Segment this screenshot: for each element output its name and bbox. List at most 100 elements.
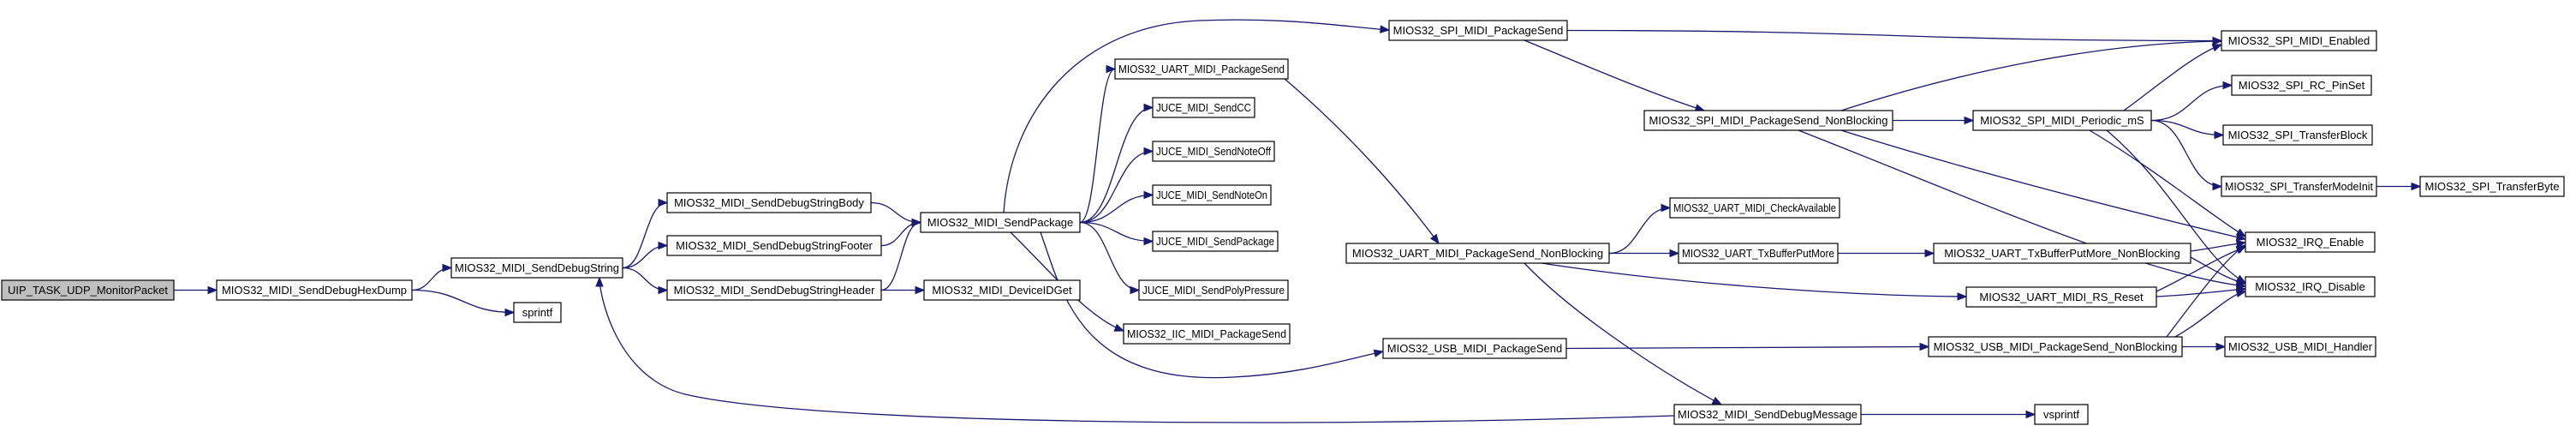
node-box — [1965, 286, 2157, 308]
graph-node-n19[interactable]: MIOS32_SPI_MIDI_PackageSend_NonBlocking — [1643, 110, 1893, 131]
node-box — [450, 257, 623, 279]
graph-node-n29[interactable]: MIOS32_SPI_RC_PinSet — [2231, 75, 2372, 96]
node-box — [923, 279, 1081, 301]
graph-node-n17[interactable]: MIOS32_UART_MIDI_PackageSend_NonBlocking — [1345, 243, 1610, 264]
arrowhead — [658, 285, 669, 295]
graph-node-n7[interactable]: MIOS32_MIDI_SendPackage — [920, 212, 1081, 233]
graph-node-n11[interactable]: JUCE_MIDI_SendNoteOff — [1152, 141, 1275, 162]
node-box — [1123, 323, 1291, 345]
node-box — [2221, 30, 2377, 51]
node-label: MIOS32_MIDI_SendDebugStringFooter — [676, 239, 873, 252]
node-box — [920, 212, 1081, 233]
graph-node-n5[interactable]: MIOS32_MIDI_SendDebugStringFooter — [666, 235, 882, 256]
graph-node-n4[interactable]: MIOS32_MIDI_SendDebugStringBody — [666, 192, 872, 213]
graph-node-n26[interactable]: MIOS32_USB_MIDI_PackageSend_NonBlocking — [1928, 336, 2183, 357]
edge-n26-n32 — [2166, 244, 2247, 338]
arrowhead — [2212, 37, 2223, 45]
graph-node-n21[interactable]: MIOS32_UART_TxBufferPutMore — [1678, 243, 1839, 264]
node-label: UIP_TASK_UDP_MonitorPacket — [8, 284, 168, 297]
graph-node-n34[interactable]: MIOS32_USB_MIDI_Handler — [2224, 336, 2376, 357]
node-box — [2419, 176, 2565, 197]
node-box — [1152, 141, 1275, 162]
graph-node-n1[interactable]: MIOS32_MIDI_SendDebugHexDump — [216, 279, 413, 301]
node-box — [1669, 197, 1840, 219]
arrowhead — [595, 276, 604, 287]
arrowhead — [2215, 342, 2227, 351]
arrowhead — [1957, 292, 1968, 301]
node-box — [1643, 110, 1893, 131]
edge-n2-n4 — [622, 198, 669, 269]
arrowhead — [2235, 277, 2247, 285]
edge-n17-n25 — [1541, 262, 1968, 301]
graph-node-n33[interactable]: MIOS32_IRQ_Disable — [2245, 276, 2376, 297]
node-label: JUCE_MIDI_SendPolyPressure — [1142, 284, 1285, 297]
edge-layer — [174, 19, 2422, 423]
arrowhead — [1143, 103, 1154, 112]
graph-node-n27[interactable]: vsprintf — [2034, 404, 2089, 425]
graph-node-n3[interactable]: sprintf — [513, 302, 562, 323]
graph-node-n8[interactable]: MIOS32_MIDI_DeviceIDGet — [923, 279, 1081, 301]
graph-node-n20[interactable]: MIOS32_UART_MIDI_CheckAvailable — [1669, 197, 1840, 219]
graph-node-n16[interactable]: MIOS32_SPI_MIDI_PackageSend — [1388, 20, 1568, 41]
graph-node-n13[interactable]: JUCE_MIDI_SendPackage — [1152, 231, 1279, 252]
node-box — [1152, 97, 1255, 118]
node-box — [1933, 243, 2191, 264]
graph-node-n32[interactable]: MIOS32_IRQ_Enable — [2245, 231, 2376, 253]
arrowhead — [1711, 396, 1723, 405]
graph-node-n12[interactable]: JUCE_MIDI_SendNoteOn — [1152, 184, 1272, 206]
arrowhead — [1113, 323, 1125, 332]
edge-n31-n35 — [2376, 182, 2422, 191]
node-label: MIOS32_USB_MIDI_PackageSend — [1387, 342, 1563, 355]
edge-n7-n12 — [1079, 190, 1154, 224]
graph-node-n9[interactable]: MIOS32_UART_MIDI_PackageSend — [1114, 58, 1289, 80]
graph-node-n10[interactable]: JUCE_MIDI_SendCC — [1152, 97, 1255, 118]
graph-node-n35[interactable]: MIOS32_SPI_TransferByte — [2419, 176, 2565, 197]
graph-node-n24[interactable]: MIOS32_UART_TxBufferPutMore_NonBlocking — [1933, 243, 2191, 264]
edge-n7-n10 — [1079, 103, 1154, 224]
edge-n23-n28 — [2123, 44, 2223, 111]
graph-node-n2[interactable]: MIOS32_MIDI_SendDebugString — [450, 257, 623, 279]
node-box — [666, 192, 872, 213]
node-label: MIOS32_SPI_MIDI_Periodic_mS — [1980, 114, 2144, 127]
node-box — [1345, 243, 1610, 264]
node-box — [2222, 124, 2373, 146]
graph-node-n30[interactable]: MIOS32_SPI_TransferBlock — [2222, 124, 2373, 146]
node-label: MIOS32_MIDI_SendDebugHexDump — [222, 284, 407, 297]
graph-node-n28[interactable]: MIOS32_SPI_MIDI_Enabled — [2221, 30, 2377, 51]
edge-n22-n27 — [1861, 410, 2036, 419]
node-label: MIOS32_UART_TxBufferPutMore — [1682, 247, 1834, 260]
graph-node-n25[interactable]: MIOS32_UART_MIDI_RS_Reset — [1965, 286, 2157, 308]
node-label: JUCE_MIDI_SendCC — [1156, 101, 1251, 114]
node-label: MIOS32_USB_MIDI_PackageSend_NonBlocking — [1934, 340, 2178, 353]
arrowhead — [1661, 203, 1672, 213]
node-label: MIOS32_MIDI_SendDebugStringHeader — [674, 284, 876, 297]
edge-n17-n22 — [1524, 262, 1723, 405]
graph-node-n22[interactable]: MIOS32_MIDI_SendDebugMessage — [1673, 404, 1862, 425]
arrowhead — [2214, 130, 2225, 140]
node-label: MIOS32_MIDI_DeviceIDGet — [932, 284, 1072, 297]
node-label: MIOS32_SPI_MIDI_PackageSend — [1393, 24, 1564, 37]
graph-node-n31[interactable]: MIOS32_SPI_TransferModeInit — [2221, 176, 2377, 197]
edge-n24-n33 — [2190, 256, 2247, 285]
node-box — [1673, 404, 1862, 425]
edge-n1-n3 — [411, 289, 516, 317]
arrowhead — [911, 218, 922, 227]
graph-node-n15[interactable]: MIOS32_IIC_MIDI_PackageSend — [1123, 323, 1291, 345]
edge-n16-n19 — [1524, 39, 1706, 112]
arrowhead — [2235, 228, 2247, 237]
edge-n9-n17 — [1284, 78, 1440, 245]
edge-n2-n5 — [622, 241, 669, 269]
node-box — [1388, 20, 1568, 41]
node-label: MIOS32_SPI_MIDI_Enabled — [2228, 34, 2370, 47]
graph-node-n14[interactable]: JUCE_MIDI_SendPolyPressure — [1138, 279, 1289, 301]
node-label: MIOS32_IRQ_Disable — [2255, 280, 2365, 293]
graph-node-n0: UIP_TASK_UDP_MonitorPacket — [1, 279, 175, 301]
edge-n23-n32 — [2089, 129, 2247, 237]
graph-node-n18[interactable]: MIOS32_USB_MIDI_PackageSend — [1382, 338, 1567, 359]
arrowhead — [2025, 410, 2036, 419]
edge-n19-n23 — [1893, 116, 1975, 125]
graph-node-n23[interactable]: MIOS32_SPI_MIDI_Periodic_mS — [1972, 110, 2152, 131]
graph-node-n6[interactable]: MIOS32_MIDI_SendDebugStringHeader — [666, 279, 882, 301]
node-label: MIOS32_UART_MIDI_PackageSend_NonBlocking — [1352, 247, 1603, 260]
edge-n0-n1 — [174, 285, 218, 295]
